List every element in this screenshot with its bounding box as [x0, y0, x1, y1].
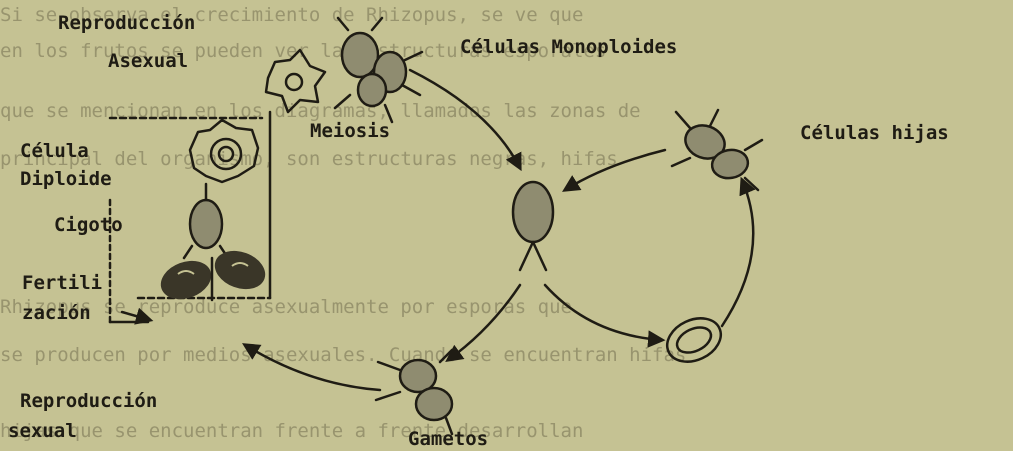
label-reproduccion-asexual-line1: Reproducción	[58, 12, 195, 34]
arrow-spore-to-daughter	[722, 180, 753, 326]
arrow-daughter-to-monoploid	[565, 150, 665, 190]
label-celula-diploide-line2: Diploide	[20, 168, 112, 190]
label-gametos: Gametos	[408, 428, 488, 450]
label-reproduccion-asexual-line2: Asexual	[108, 50, 188, 72]
label-reproduccion-sexual-line1: Reproducción	[20, 390, 157, 412]
label-celula-diploide-line1: Célula	[20, 140, 89, 162]
diploid-cell-icon	[190, 120, 258, 182]
arrow-monoploid-to-spore	[545, 285, 662, 340]
label-celulas-hijas: Células hijas	[800, 122, 949, 144]
label-fertilizacion-line2: zación	[22, 302, 91, 324]
arrow-gametes-to-fertilization	[245, 345, 380, 390]
asexual-spore-icon	[266, 50, 325, 112]
label-celulas-monoploides: Células Monoploides	[460, 36, 677, 58]
label-fertilizacion-line1: Fertili	[22, 272, 102, 294]
arrow-monoploid-to-gametes	[448, 285, 520, 360]
zygote-icon	[184, 184, 228, 258]
gametes-icon	[376, 350, 452, 434]
spore-icon	[660, 310, 728, 370]
label-reproduccion-sexual-line2: sexual	[8, 420, 77, 442]
fertilizing-gametes-icon	[155, 244, 270, 306]
label-cigoto: Cigoto	[54, 214, 123, 236]
label-meiosis: Meiosis	[310, 120, 390, 142]
daughter-cells-icon	[672, 110, 762, 190]
arrow-meiosis-to-monoploid	[410, 70, 520, 168]
monoploid-cell-icon	[513, 182, 553, 270]
